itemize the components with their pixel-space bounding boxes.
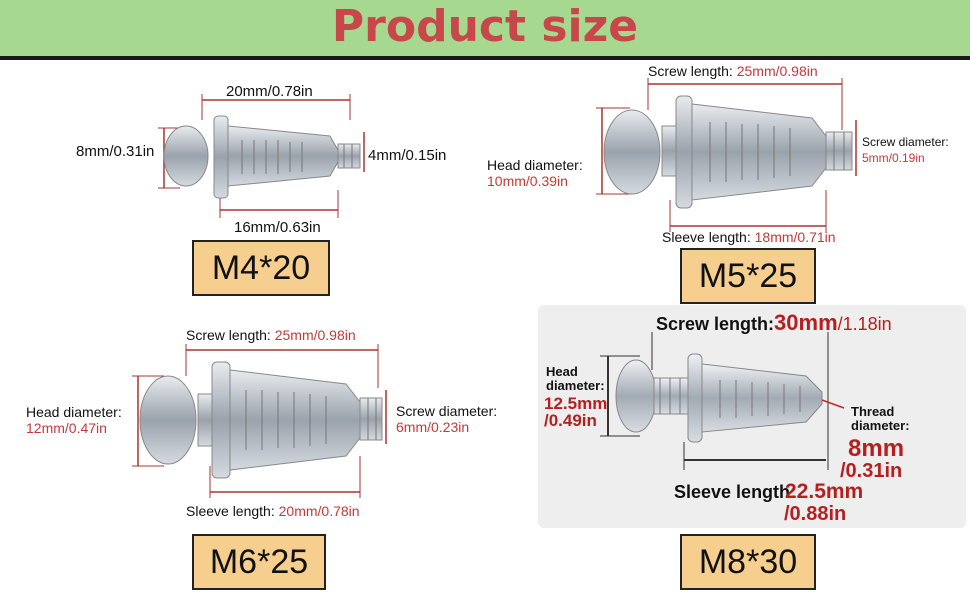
- m4-bolt-image: [158, 94, 365, 218]
- m4-size-label: M4*20: [192, 240, 330, 296]
- m8-head-value-2: /0.49in: [544, 411, 597, 430]
- m8-screw-length-value: 30mm: [774, 310, 838, 335]
- m8-head-value-1: 12.5mm: [544, 394, 608, 413]
- m5-screw-length: Screw length: 25mm/0.98in: [648, 63, 818, 79]
- m4-thread-dimension: 4mm/0.15in: [368, 147, 447, 164]
- header-divider: [0, 56, 970, 60]
- m8-head-label-1: Head: [546, 364, 578, 379]
- m8-thread-label-2: diameter:: [851, 418, 910, 433]
- m4-length-dimension: 20mm/0.78in: [226, 83, 313, 100]
- m5-bolt-image: [596, 78, 857, 232]
- m5-head-diameter-label: Head diameter:: [487, 157, 583, 173]
- m4-head-dimension: 8mm/0.31in: [76, 143, 155, 160]
- m5-sleeve-length-value: 18mm/0.71in: [754, 229, 836, 245]
- m6-sleeve-length-label: Sleeve length:: [186, 503, 279, 519]
- header-banner: [0, 0, 970, 56]
- m6-size-label: M6*25: [192, 534, 326, 590]
- m8-screw-length-inches: /1.18in: [837, 314, 892, 334]
- m5-sleeve-length: Sleeve length: 18mm/0.71in: [662, 229, 836, 245]
- m6-screw-length-value: 25mm/0.98in: [274, 327, 356, 343]
- m4-sleeve-dimension: 16mm/0.63in: [234, 219, 321, 236]
- m6-bolt-image: [132, 344, 387, 498]
- m6-sleeve-length-value: 20mm/0.78in: [278, 503, 360, 519]
- m5-head-diameter-value: 10mm/0.39in: [487, 173, 568, 189]
- m8-screw-length-label: Screw length:: [656, 314, 775, 334]
- m6-screw-diameter-value: 6mm/0.23in: [396, 419, 470, 435]
- m5-screw-diameter-label: Screw diameter:: [862, 135, 949, 149]
- m6-screw-length: Screw length: 25mm/0.98in: [186, 327, 356, 343]
- m5-size-label: M5*25: [680, 248, 816, 304]
- m8-sleeve-value-2: /0.88in: [784, 503, 847, 525]
- m8-screw-length: Screw length:30mm/1.18in: [656, 312, 892, 335]
- m5-screw-length-label: Screw length:: [648, 63, 737, 79]
- m8-size-label: M8*30: [680, 534, 816, 590]
- m8-thread-label-1: Thread: [851, 404, 895, 419]
- page-title: Product size: [331, 1, 639, 52]
- m6-head-diameter-label: Head diameter:: [26, 404, 122, 420]
- m6-sleeve-length: Sleeve length: 20mm/0.78in: [186, 503, 360, 519]
- m8-sleeve-label: Sleeve length:: [674, 482, 797, 502]
- m6-screw-diameter-label: Screw diameter:: [396, 403, 498, 419]
- m5-sleeve-length-label: Sleeve length:: [662, 229, 755, 245]
- m8-thread-value-2: /0.31in: [840, 460, 903, 482]
- m5-screw-diameter-value: 5mm/0.19in: [862, 151, 925, 165]
- m6-screw-length-label: Screw length:: [186, 327, 275, 343]
- m8-sleeve-value-1: 22.5mm: [785, 480, 864, 503]
- m8-head-label-2: diameter:: [546, 378, 605, 393]
- m8-thread-value-1: 8mm: [848, 435, 905, 462]
- m5-screw-length-value: 25mm/0.98in: [736, 63, 818, 79]
- m8-bolt-image: [600, 332, 845, 470]
- m6-head-diameter-value: 12mm/0.47in: [26, 420, 107, 436]
